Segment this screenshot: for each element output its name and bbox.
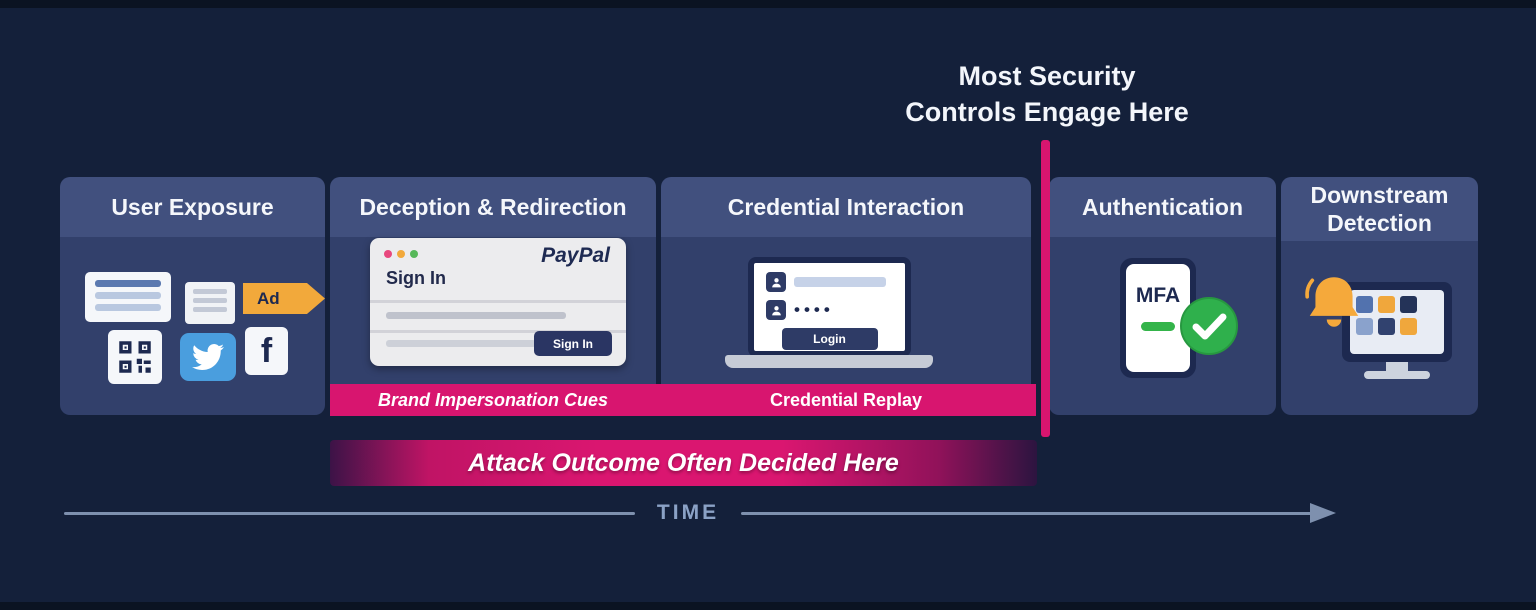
user-avatar-icon: [766, 300, 786, 320]
detection-monitor-icon: [1342, 282, 1452, 362]
dashboard-tile: [1378, 296, 1395, 313]
ad-tag-icon: Ad: [243, 283, 325, 314]
top-edge-strip: [0, 0, 1536, 8]
monitor-stand: [1364, 371, 1430, 379]
email-line: [95, 292, 161, 299]
username-field-bar: [794, 277, 886, 287]
panel-body-user-exposure: [60, 237, 325, 415]
facebook-icon: f: [245, 327, 288, 375]
fake-paypal-browser-window: PayPal Sign In Sign In: [370, 238, 626, 366]
password-row: ••••: [766, 300, 893, 320]
laptop-base: [725, 355, 933, 368]
form-divider: [370, 300, 626, 303]
facebook-letter: f: [260, 331, 273, 370]
dashboard-tile: [1400, 296, 1417, 313]
form-divider: [370, 330, 626, 333]
sms-line: [193, 298, 227, 303]
dashboard-tile: [1356, 318, 1373, 335]
qr-code-icon: [108, 330, 162, 384]
time-axis-arrowhead-icon: [1310, 503, 1337, 523]
signin-button: Sign In: [534, 331, 612, 356]
security-controls-annotation: Most Security Controls Engage Here: [830, 58, 1264, 130]
phone-screen: MFA: [1126, 264, 1190, 372]
ad-tag-label: Ad: [257, 288, 280, 308]
dashboard-tile: [1400, 318, 1417, 335]
email-message-icon: [85, 272, 171, 322]
signin-heading: Sign In: [386, 268, 446, 288]
band-label-credential-replay: Credential Replay: [769, 390, 923, 410]
panel-downstream-detection: Downstream Detection: [1281, 177, 1478, 415]
panel-title-deception: Deception & Redirection: [330, 177, 656, 237]
mfa-approve-dash: [1141, 322, 1175, 331]
dashboard-tile: [1378, 318, 1395, 335]
band-label-brand-impersonation: Brand Impersonation Cues: [377, 390, 609, 410]
email-line: [95, 280, 161, 287]
time-axis: TIME: [64, 500, 1337, 526]
security-engage-marker-line: [1041, 140, 1050, 437]
panel-authentication: Authentication MFA: [1049, 177, 1276, 415]
monitor-screen: [1350, 290, 1444, 354]
form-field-bar: [386, 340, 536, 347]
mfa-label: MFA: [1135, 284, 1181, 307]
attack-outcome-banner-label: Attack Outcome Often Decided Here: [468, 448, 899, 477]
password-dots: ••••: [794, 300, 834, 319]
time-axis-line: [741, 511, 1313, 515]
annotation-line-2: Controls Engage Here: [905, 97, 1189, 127]
bottom-edge-strip: [0, 602, 1536, 610]
user-avatar-icon: [766, 272, 786, 292]
time-axis-label: TIME: [656, 501, 720, 524]
panel-title-credential: Credential Interaction: [661, 177, 1031, 237]
alert-bell-icon: [1301, 270, 1367, 336]
panel-title-detection: Downstream Detection: [1281, 177, 1478, 241]
sms-line: [193, 289, 227, 294]
email-line: [95, 304, 161, 311]
success-check-icon: [1179, 296, 1239, 356]
username-row: [766, 272, 893, 292]
panel-deception-redirection: Deception & Redirection PayPal Sign In S…: [330, 177, 656, 415]
attack-technique-band: Brand Impersonation Cues Credential Repl…: [330, 384, 1036, 416]
twitter-bird-icon: [180, 333, 236, 381]
panel-title-user-exposure: User Exposure: [60, 177, 325, 237]
panel-user-exposure: User Exposure Ad: [60, 177, 325, 415]
window-dot-icon: [397, 250, 405, 258]
sms-line: [193, 307, 227, 312]
dashboard-tile: [1356, 296, 1373, 313]
form-field-bar: [386, 312, 566, 319]
attack-outcome-banner: Attack Outcome Often Decided Here: [330, 440, 1037, 486]
panel-title-authentication: Authentication: [1049, 177, 1276, 237]
window-dot-icon: [384, 250, 392, 258]
annotation-line-1: Most Security: [958, 61, 1136, 91]
sms-message-icon: [185, 282, 235, 324]
monitor-neck: [1386, 362, 1408, 372]
paypal-brand-wordmark: PayPal: [541, 244, 610, 267]
window-dot-icon: [410, 250, 418, 258]
panel-credential-interaction: Credential Interaction: [661, 177, 1031, 415]
laptop-login-screen: •••• Login: [748, 257, 911, 357]
login-button: Login: [781, 328, 878, 350]
time-axis-line: [64, 511, 635, 515]
